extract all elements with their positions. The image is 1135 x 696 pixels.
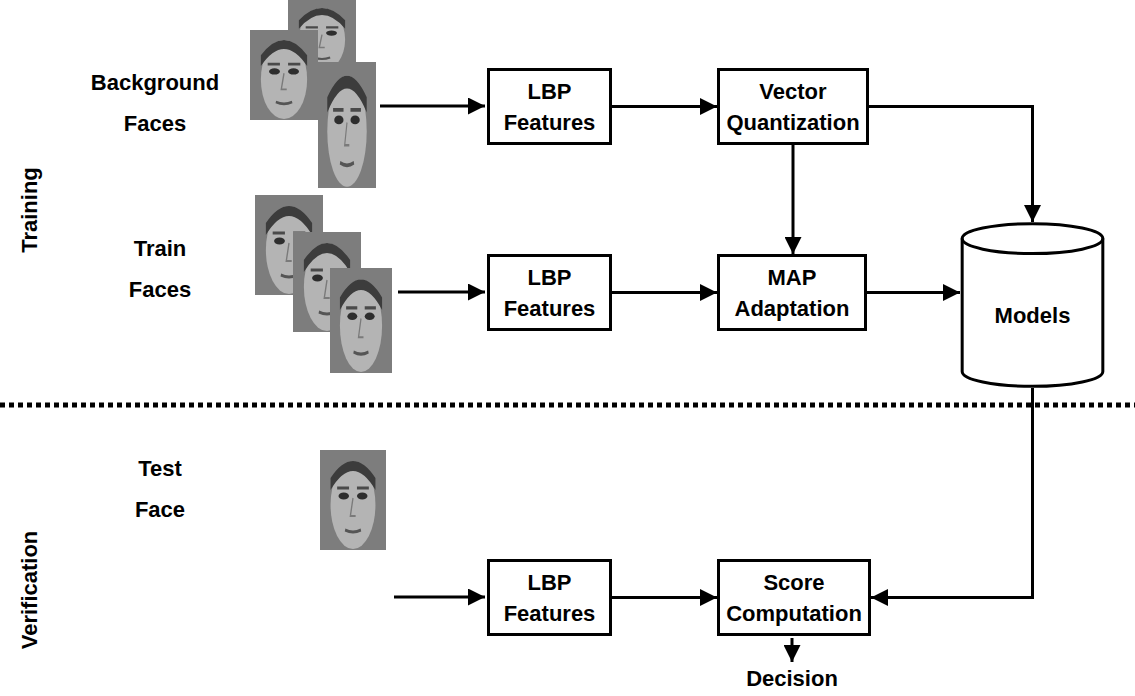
section-divider: [0, 403, 1135, 408]
node-label: LBP Features: [494, 262, 605, 324]
node-label: Models: [967, 300, 1098, 331]
node-text-group: Score Computation: [724, 567, 864, 629]
cylinder-rim: [962, 239, 1103, 254]
section-label: Verification: [17, 531, 43, 650]
node-text-group: LBP Features: [494, 262, 605, 324]
face-photo: [250, 30, 318, 120]
input-label: Test Face: [135, 448, 185, 530]
node-text-group: MAP Adaptation: [724, 262, 860, 324]
node-text-group: Vector Quantization: [724, 76, 862, 138]
input-arrow: [398, 291, 485, 294]
face-photo: [318, 62, 376, 188]
output-arrow: [791, 638, 794, 662]
process-box: LBP Features: [487, 68, 612, 145]
input-label: Train Faces: [129, 228, 191, 310]
flow-arrow: [867, 291, 960, 294]
input-arrow: [380, 105, 485, 108]
flow-arrow: [612, 596, 717, 599]
process-box: Score Computation: [717, 559, 871, 636]
node-label: Score Computation: [724, 567, 864, 629]
input-arrow: [394, 596, 485, 599]
process-box: MAP Adaptation: [717, 254, 867, 331]
node-label: LBP Features: [494, 76, 605, 138]
node-text-group: LBP Features: [494, 567, 605, 629]
face-photo: [330, 268, 392, 373]
process-box: LBP Features: [487, 559, 612, 636]
face-photo: [320, 450, 386, 550]
flow-arrow: [612, 291, 717, 294]
node-text-group: Models: [967, 280, 1098, 331]
flow-arrow: [871, 388, 1033, 598]
section-label: Training: [17, 167, 43, 253]
output-label: Decision: [746, 665, 838, 693]
cylinder-body: [962, 224, 1103, 387]
node-label: LBP Features: [494, 567, 605, 629]
flow-arrow: [612, 105, 717, 108]
flow-arrow: [869, 107, 1033, 223]
model-store-cylinder: Models: [960, 222, 1105, 388]
process-box: LBP Features: [487, 254, 612, 331]
flow-arrow: [792, 145, 795, 254]
input-label: Background Faces: [91, 62, 219, 144]
node-text-group: LBP Features: [494, 76, 605, 138]
node-label: MAP Adaptation: [724, 262, 860, 324]
node-label: Vector Quantization: [724, 76, 862, 138]
process-box: Vector Quantization: [717, 68, 869, 145]
